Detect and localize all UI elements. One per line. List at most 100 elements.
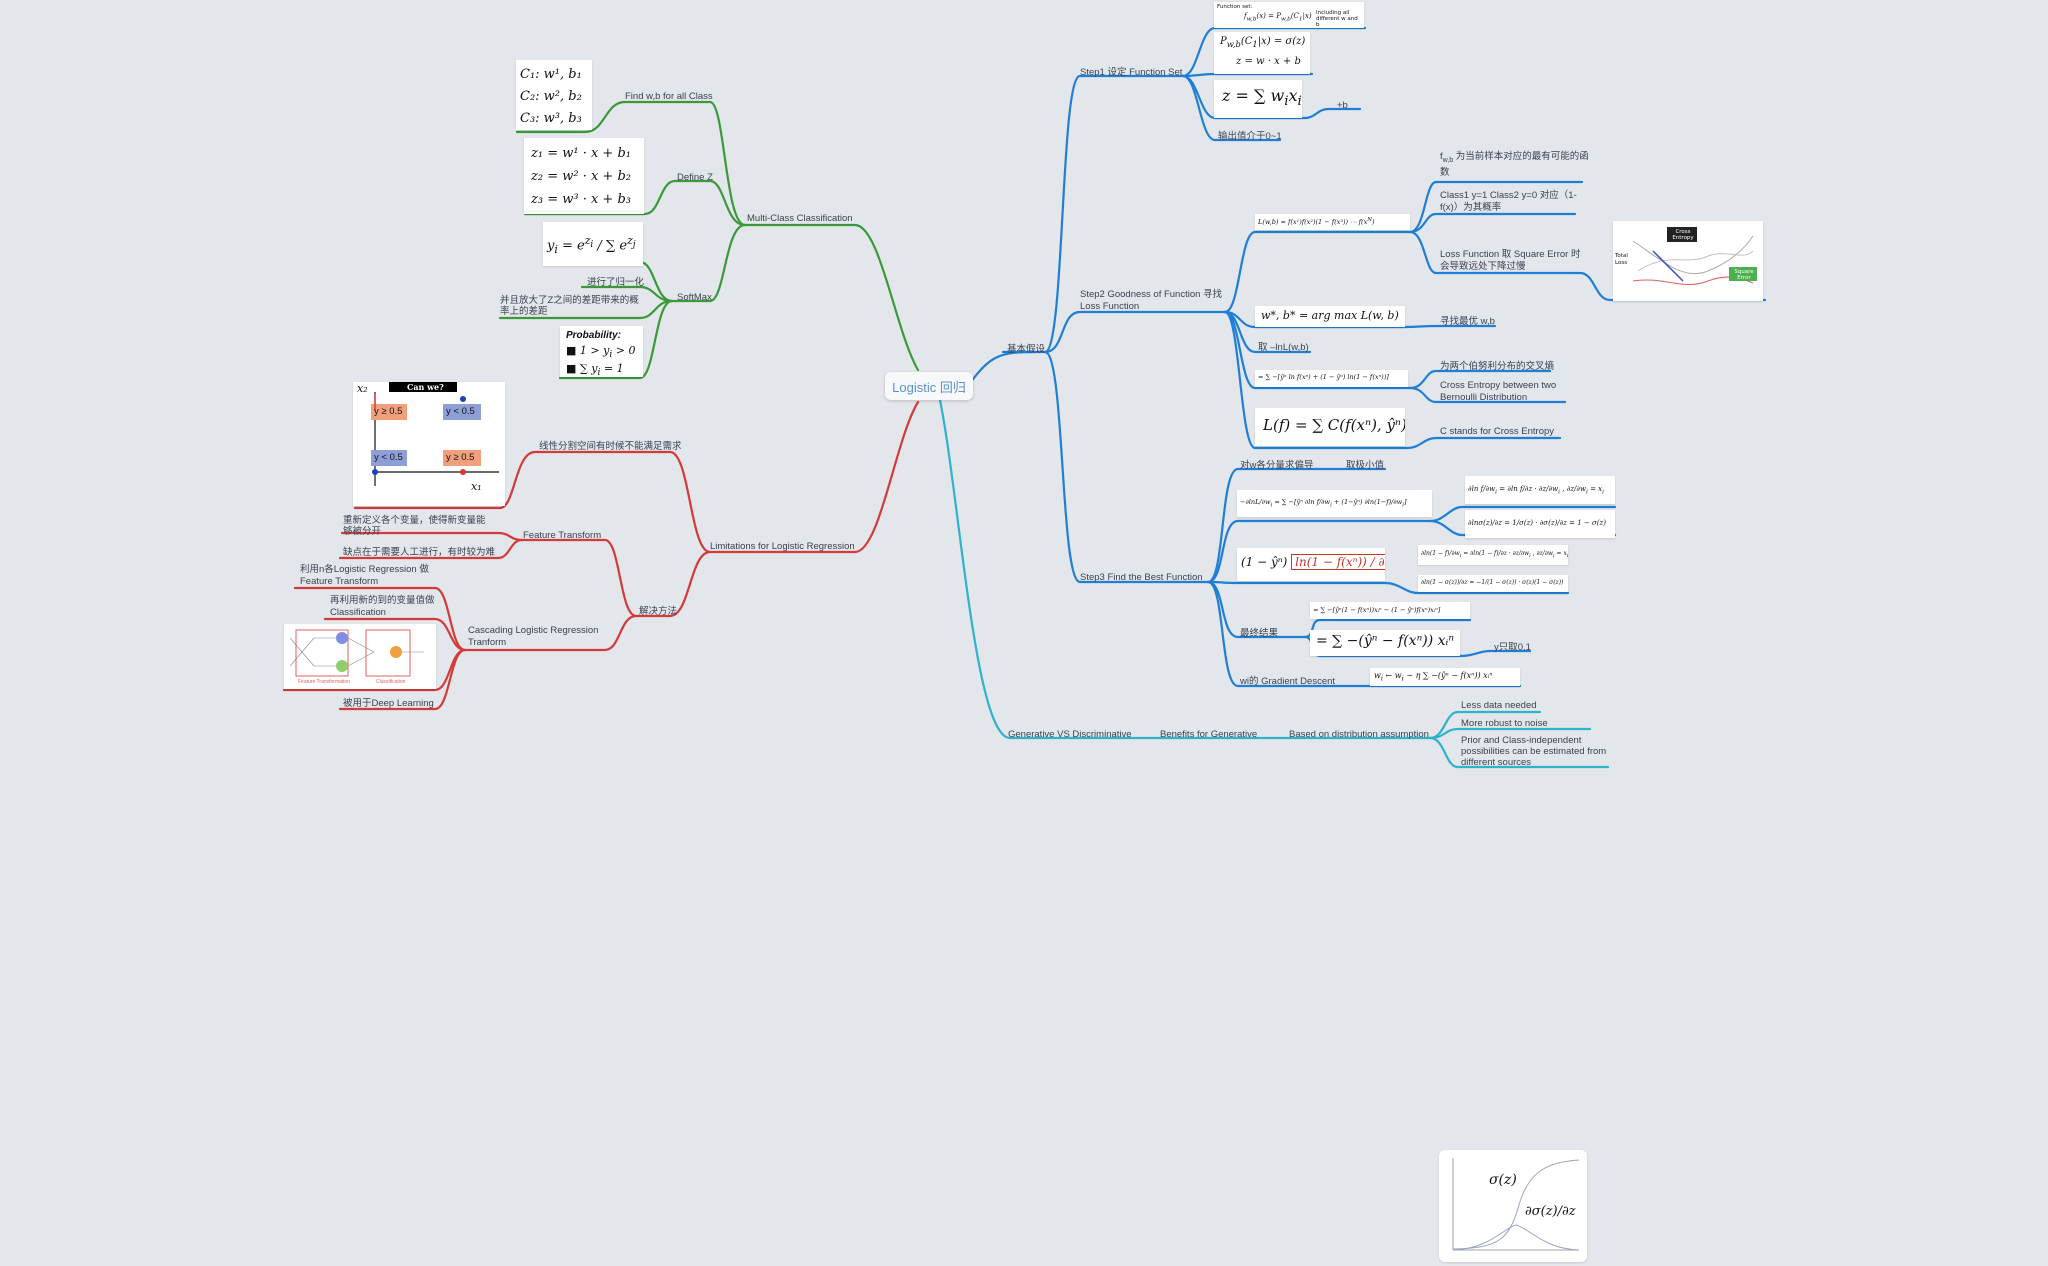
posterior-formula: Pw,b(C1|x) = σ(z) <box>1220 36 1306 49</box>
benefit-prior[interactable]: Prior and Class-independent possibilitie… <box>1461 735 1607 768</box>
function-set-formula: fw,b(x) = Pw,b(C1|x) <box>1244 12 1312 23</box>
edge-step2 <box>1043 310 1227 354</box>
topic-step2[interactable]: Step2 Goodness of Function 寻找 Loss Funct… <box>1080 289 1223 312</box>
final-result-card: = ∑ −(ŷⁿ − f(xⁿ)) xᵢⁿ <box>1310 630 1460 656</box>
cascade-label-classification: Classification <box>376 679 406 685</box>
softmax-amplify[interactable]: 并且放大了Z之间的差距带来的概率上的差距 <box>500 295 639 317</box>
function-set-card: Function set: fw,b(x) = Pw,b(C1|x) Inclu… <box>1214 2 1364 28</box>
sigmoid-label: σ(z) <box>1489 1172 1517 1188</box>
xor-axis-x2: x₂ <box>357 382 368 395</box>
softmax-formula: yi = ezi / ∑ ezj <box>547 234 636 256</box>
gradient-descent-card: wi ← wi − η ∑ −(ŷⁿ − f(xⁿ)) xᵢⁿ <box>1370 668 1520 686</box>
topic-multi-class[interactable]: Multi-Class Classification <box>747 213 853 224</box>
softmax-normalized[interactable]: 进行了归一化 <box>587 277 645 288</box>
posterior-card: Pw,b(C1|x) = σ(z) z = w · x + b <box>1214 32 1310 74</box>
final-result-formula: = ∑ −(ŷⁿ − f(xⁿ)) xᵢⁿ <box>1316 633 1455 649</box>
xor-quadrant-top-right: y < 0.5 <box>446 406 475 417</box>
xor-axis-x1: x₁ <box>471 480 482 493</box>
topic-basic-assumption[interactable]: 基本假设 <box>1007 344 1046 355</box>
benefit-less-data[interactable]: Less data needed <box>1461 700 1537 711</box>
chain-rule-formula-4: ∂ln(1 − σ(z))/∂z = −1/(1 − σ(z)) · σ(z)(… <box>1421 579 1564 586</box>
step3-final-result[interactable]: 最终结果 <box>1240 628 1279 639</box>
z-sum-card: z = ∑ wixi <box>1214 80 1302 118</box>
edge-basic <box>966 350 1037 388</box>
likelihood-formula: L(w,b) = f(x¹)f(x²)(1 − f(x³)) ⋯ f(xN) <box>1258 217 1375 227</box>
multi-softmax[interactable]: SoftMax <box>677 292 712 303</box>
combined-formula: = ∑ −[ŷⁿ(1 − f(xⁿ))xᵢⁿ − (1 − ŷⁿ)f(xⁿ)xᵢ… <box>1313 606 1441 614</box>
fwb-subscript: w,b <box>1442 156 1454 164</box>
chain-rule-formula-1: ∂ln f/∂wi = ∂ln f/∂z · ∂z/∂wi , ∂z/∂wi =… <box>1468 485 1604 496</box>
xor-plot <box>371 382 499 486</box>
likelihood-card: L(w,b) = f(x¹)f(x²)(1 − f(x³)) ⋯ f(xN) <box>1255 214 1410 230</box>
loss-surface-image: Cross Entropy Square Error Total Loss <box>1613 221 1763 301</box>
step2-find-best[interactable]: 寻找最优 w,b <box>1440 316 1495 327</box>
one-minus-card: (1 − ŷⁿ) ln(1 − f(xⁿ)) / ∂wi <box>1237 548 1385 581</box>
cascading-feature-transform[interactable]: 利用n各Logistic Regression 做 Feature Transf… <box>300 564 429 587</box>
topic-generative[interactable]: Generative VS Discriminative <box>1008 729 1132 740</box>
function-set-title: Function set: <box>1217 4 1253 10</box>
xor-plot-image: Can we? x₂ x₁ y ≥ 0.5 y < 0.5 y < 0.5 y … <box>353 382 505 506</box>
central-topic[interactable]: Logistic 回归 <box>885 372 973 400</box>
argmax-formula: w*, b* = arg max L(w, b) <box>1261 309 1399 322</box>
chain-rule-card-2: ∂lnσ(z)/∂z = 1/σ(z) · ∂σ(z)/∂z = 1 − σ(z… <box>1465 510 1615 538</box>
edge-multi <box>743 223 920 372</box>
solution-feature-transform[interactable]: Feature Transform <box>523 530 602 541</box>
step3-partial-derivative[interactable]: 对w各分量求偏导 <box>1240 460 1314 471</box>
chain-rule-formula-3: ∂ln(1 − f)/∂wi = ∂ln(1 − f)/∂z · ∂z/∂wi … <box>1421 550 1568 560</box>
limit-solution[interactable]: 解决方法 <box>639 606 678 617</box>
multi-define-z[interactable]: Define Z <box>677 172 713 183</box>
cascade-diagram <box>289 629 424 677</box>
fwb-symbol: f <box>1440 151 1443 162</box>
benefit-robust[interactable]: More robust to noise <box>1461 718 1548 729</box>
edge-step1 <box>1043 74 1185 354</box>
xor-quadrant-bottom-right: y ≥ 0.5 <box>446 452 475 463</box>
step1-plus-b[interactable]: +b <box>1337 100 1348 111</box>
z-sum-formula: z = ∑ wixi <box>1222 86 1302 110</box>
multi-find-wb[interactable]: Find w,b for all Class <box>625 91 713 102</box>
step2-neg-log[interactable]: 取 –lnL(w,b) <box>1258 342 1309 353</box>
chain-rule-card-1: ∂ln f/∂wi = ∂ln f/∂z · ∂z/∂wi , ∂z/∂wi =… <box>1465 476 1615 504</box>
chain-rule-card-4: ∂ln(1 − σ(z))/∂z = −1/(1 − σ(z)) · σ(z)(… <box>1418 575 1568 592</box>
total-loss-axis-label: Total Loss <box>1615 253 1628 266</box>
step2-cross-entropy-cn[interactable]: 为两个伯努利分布的交叉熵 <box>1440 361 1555 372</box>
sigmoid-plot <box>1452 1158 1580 1251</box>
edge-limit <box>708 400 920 554</box>
step2-c-cross-entropy[interactable]: C stands for Cross Entropy <box>1440 426 1555 437</box>
step2-cross-entropy-en[interactable]: Cross Entropy between two Bernoulli Dist… <box>1440 380 1557 403</box>
probability-title: Probability: <box>566 330 622 341</box>
topic-limitations[interactable]: Limitations for Logistic Regression <box>710 541 855 552</box>
topic-step3[interactable]: Step3 Find the Best Function <box>1080 572 1203 583</box>
sigmoid-derivative-image: σ(z) ∂σ(z)/∂z <box>1439 1150 1587 1262</box>
neg-log-formula: = ∑ −[ŷⁿ ln f(xⁿ) + (1 − ŷⁿ) ln(1 − f(xⁿ… <box>1258 373 1389 381</box>
feature-transform-redefine[interactable]: 重新定义各个变量，使得新变量能够被分开 <box>343 515 486 537</box>
generative-distribution[interactable]: Based on distribution assumption <box>1289 729 1429 740</box>
edge-generative <box>938 398 1127 740</box>
cross-entropy-formula: L(f) = ∑ C(f(xⁿ), ŷⁿ) <box>1263 416 1405 434</box>
limit-linear[interactable]: 线性分割空间有时候不能满足需求 <box>539 441 682 452</box>
combined-card: = ∑ −[ŷⁿ(1 − f(xⁿ))xᵢⁿ − (1 − ŷⁿ)f(xⁿ)xᵢ… <box>1310 602 1470 619</box>
gradient-descent-formula: wi ← wi − η ∑ −(ŷⁿ − f(xⁿ)) xᵢⁿ <box>1374 671 1493 683</box>
step3-gradient-descent[interactable]: wi的 Gradient Descent <box>1240 676 1336 687</box>
generative-benefits[interactable]: Benefits for Generative <box>1160 729 1258 740</box>
step3-y-binary[interactable]: y只取0,1 <box>1494 642 1531 653</box>
probability-rules: ■ 1 > yi > 0■ ∑ yi = 1 <box>566 344 636 377</box>
cascading-deep-learning[interactable]: 被用于Deep Learning <box>343 698 434 709</box>
xor-plot-question: Can we? <box>407 382 444 392</box>
step3-take-min[interactable]: 取极小值 <box>1346 460 1385 471</box>
edge-step3 <box>1043 350 1210 584</box>
feature-transform-drawback[interactable]: 缺点在于需要人工进行，有时较为难 <box>343 547 496 558</box>
step2-note-fwb[interactable]: fw,b 为当前样本对应的最有可能的函数 <box>1440 151 1590 179</box>
step2-note-class[interactable]: Class1 y=1 Class2 y=0 对应（1-f(x)）为其概率 <box>1440 190 1577 213</box>
topic-step1[interactable]: Step1 设定 Function Set <box>1080 67 1183 78</box>
solution-cascading[interactable]: Cascading Logistic Regression Tranform <box>468 625 599 648</box>
partial-formula: −∂lnL/∂wi = ∑ −[ŷⁿ ∂ln f/∂wi + (1−ŷⁿ) ∂l… <box>1240 498 1407 509</box>
neg-log-card: = ∑ −[ŷⁿ ln f(xⁿ) + (1 − ŷⁿ) ln(1 − f(xⁿ… <box>1255 370 1408 387</box>
step1-output-range[interactable]: 输出值介于0~1 <box>1218 131 1282 142</box>
step2-note-square-error[interactable]: Loss Function 取 Square Error 时会导致远处下降过慢 <box>1440 249 1581 272</box>
cascading-classification[interactable]: 再利用新的到的变量值做 Classification <box>330 595 435 618</box>
xor-quadrant-top-left: y ≥ 0.5 <box>374 406 403 417</box>
